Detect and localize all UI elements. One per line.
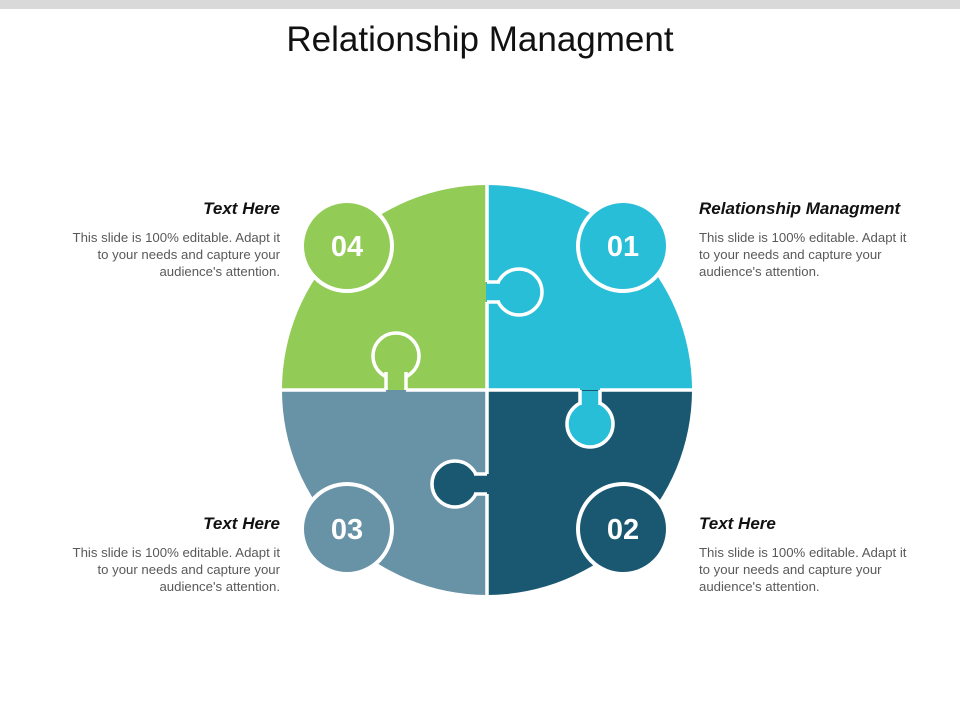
puzzle-tab-01 (494, 267, 544, 317)
badge-03-number: 03 (331, 514, 363, 546)
badge-02-number: 02 (607, 514, 639, 546)
callout-03-heading: Text Here (203, 514, 280, 533)
badge-01-number: 01 (607, 231, 639, 263)
callout-02-body: This slide is 100% editable. Adapt it to… (699, 545, 907, 594)
callout-01: Relationship Managment This slide is 100… (699, 199, 921, 280)
callout-02: Text Here This slide is 100% editable. A… (699, 514, 921, 595)
callout-04-heading: Text Here (203, 199, 280, 218)
badge-01 (576, 199, 670, 293)
callout-01-heading: Relationship Managment (699, 199, 901, 218)
badge-04-number: 04 (331, 231, 363, 263)
badge-02 (576, 482, 670, 576)
badge-03 (300, 482, 394, 576)
callout-01-body: This slide is 100% editable. Adapt it to… (699, 230, 907, 279)
callout-02-heading: Text Here (699, 514, 776, 533)
callout-04-body: This slide is 100% editable. Adapt it to… (72, 230, 280, 279)
badge-04 (300, 199, 394, 293)
puzzle-tab-03 (430, 459, 480, 509)
page-title: Relationship Managment (286, 20, 674, 59)
callout-03: Text Here This slide is 100% editable. A… (58, 514, 280, 595)
callout-04: Text Here This slide is 100% editable. A… (58, 199, 280, 280)
top-bar (0, 0, 960, 9)
callout-03-body: This slide is 100% editable. Adapt it to… (72, 545, 280, 594)
